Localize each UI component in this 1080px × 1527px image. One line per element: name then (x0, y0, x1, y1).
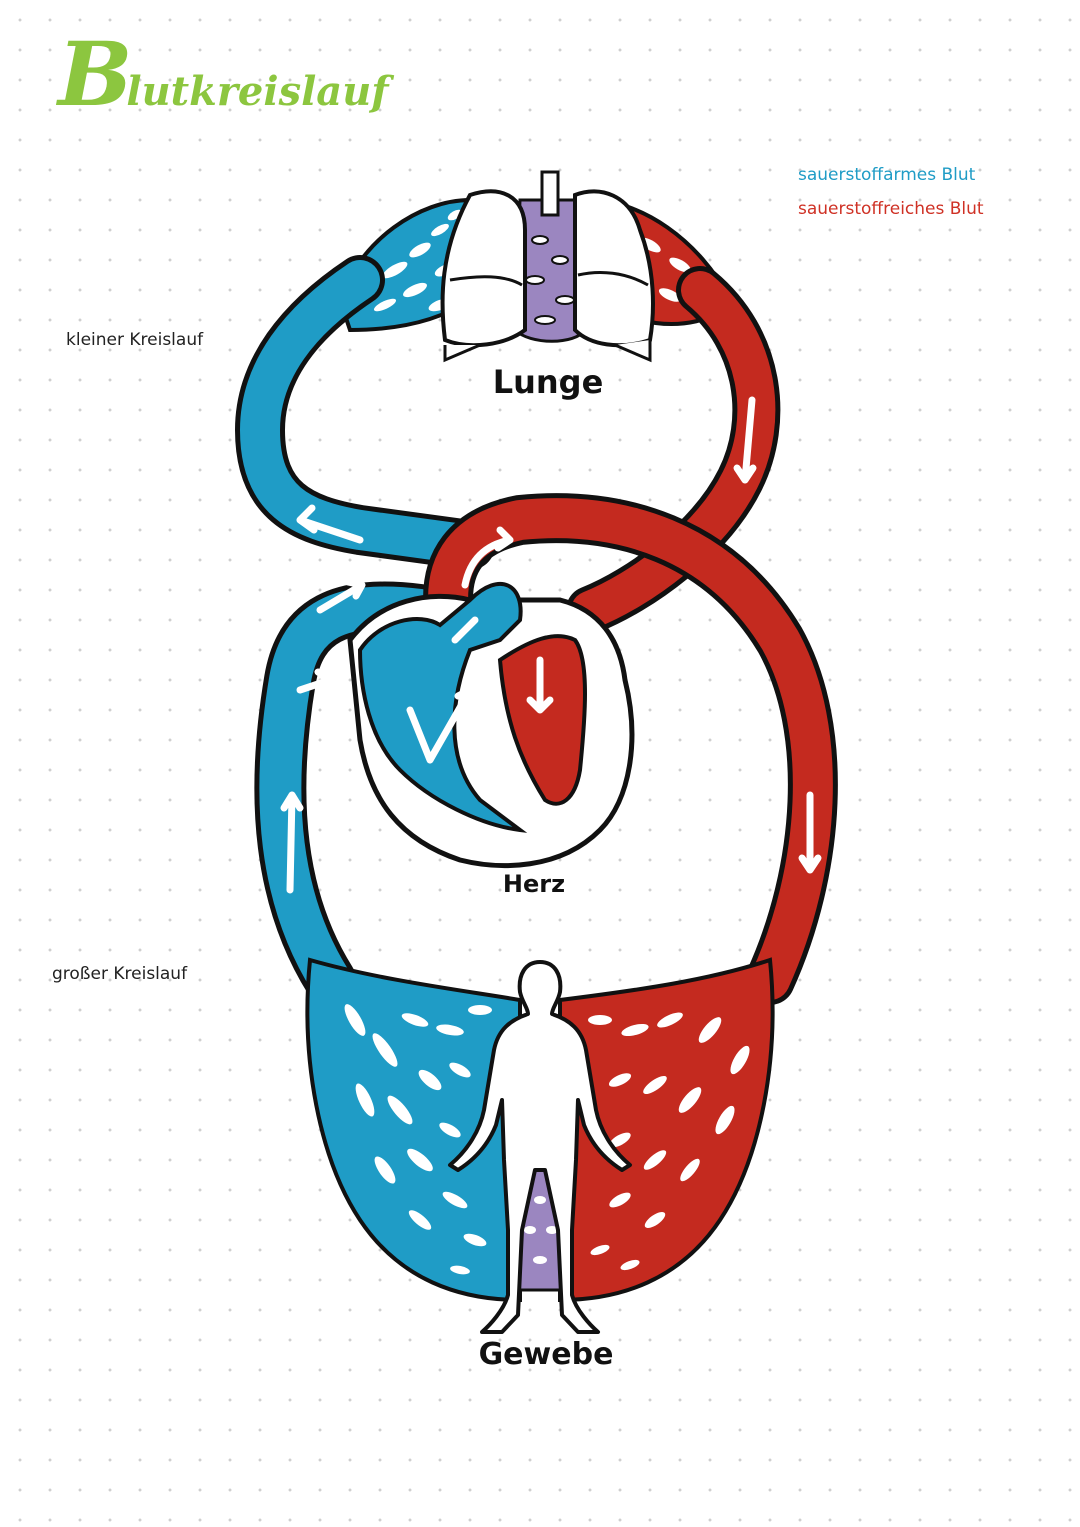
title-initial: B (58, 22, 133, 126)
body-capillaries-arterial (558, 957, 775, 1303)
title-rest: lutkreislauf (126, 68, 389, 115)
lung-label: Lunge (493, 363, 604, 401)
human-body-icon (448, 960, 632, 1334)
flow-arrows (280, 396, 822, 894)
large-circuit-label: großer Kreislauf (52, 964, 188, 984)
lungs-icon (440, 170, 655, 363)
heart-label: Herz (503, 870, 565, 898)
small-circuit-label: kleiner Kreislauf (66, 330, 204, 350)
tissue-label: Gewebe (479, 1337, 614, 1372)
legend: sauerstoffarmes Blut sauerstoffreiches B… (798, 158, 984, 226)
heart-icon (347, 581, 635, 869)
legend-venous: sauerstoffarmes Blut (798, 165, 976, 185)
legend-arterial: sauerstoffreiches Blut (798, 199, 984, 219)
page-title: B lutkreislauf (58, 30, 389, 118)
body-capillaries-venous (305, 957, 522, 1303)
